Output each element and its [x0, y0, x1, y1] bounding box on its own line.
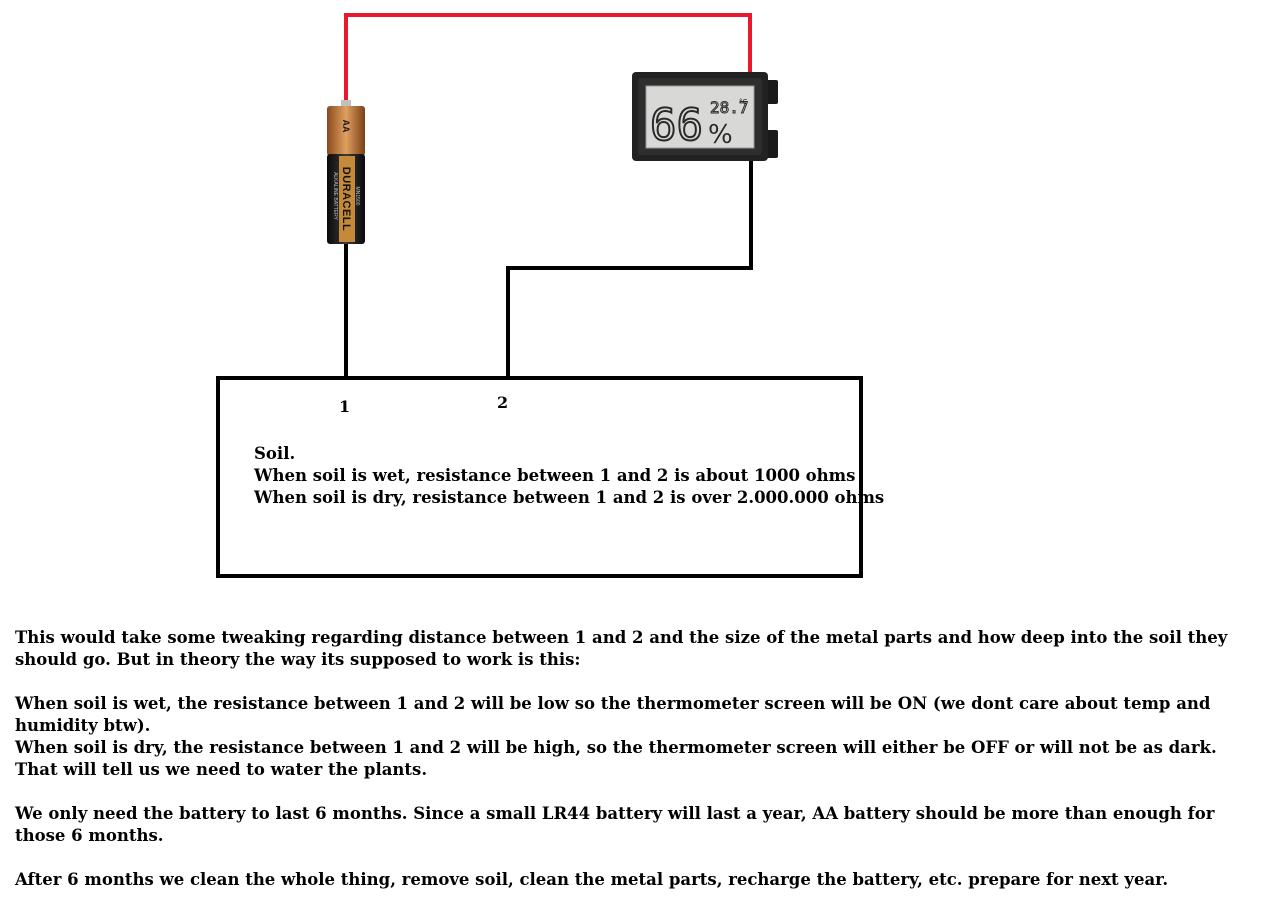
explanation-paragraph-3: We only need the battery to last 6 month… [15, 804, 1215, 845]
soil-box [216, 376, 863, 578]
positive-wire [344, 13, 752, 104]
soil-title: Soil. [254, 444, 296, 463]
lcd-screen [645, 85, 755, 149]
digital-hygrometer: 66 28.7 °C % [632, 72, 778, 161]
humidity-unit: % [708, 120, 733, 150]
explanation-dry-line: When soil is dry, the resistance between… [15, 738, 1217, 779]
aa-battery: AA DURACELL ALKALINE BATTERY MN1500 [327, 100, 365, 244]
temperature-unit: °C [739, 98, 748, 106]
terminal-2-label: 2 [497, 393, 509, 412]
battery-copper-top [327, 106, 365, 156]
explanation-paragraph-2: When soil is wet, the resistance between… [15, 693, 1255, 781]
battery-brand: DURACELL [340, 167, 352, 232]
explanation-wet-line: When soil is wet, the resistance between… [15, 694, 1211, 735]
temperature-reading: 28.7 [710, 98, 749, 117]
terminal-1-label: 1 [339, 397, 351, 416]
circuit-diagram: AA DURACELL ALKALINE BATTERY MN1500 66 2… [216, 13, 863, 578]
battery-positive-nub [341, 100, 351, 106]
soil-dry-line: When soil is dry, resistance between 1 a… [254, 488, 885, 507]
explanation-paragraph-1: This would take some tweaking regarding … [15, 628, 1228, 669]
soil-description: Soil. When soil is wet, resistance betwe… [254, 443, 884, 509]
battery-subtitle: ALKALINE BATTERY [332, 172, 338, 221]
battery-brand-band [339, 156, 355, 242]
wire-thermometer-to-terminal-2 [506, 160, 753, 378]
explanation-text: This would take some tweaking regarding … [15, 627, 1255, 913]
battery-size-label: AA [341, 120, 351, 133]
soil-wet-line: When soil is wet, resistance between 1 a… [254, 466, 856, 485]
battery-model: MN1500 [354, 187, 360, 206]
humidity-reading: 66 [650, 100, 703, 151]
explanation-paragraph-4: After 6 months we clean the whole thing,… [15, 870, 1169, 889]
